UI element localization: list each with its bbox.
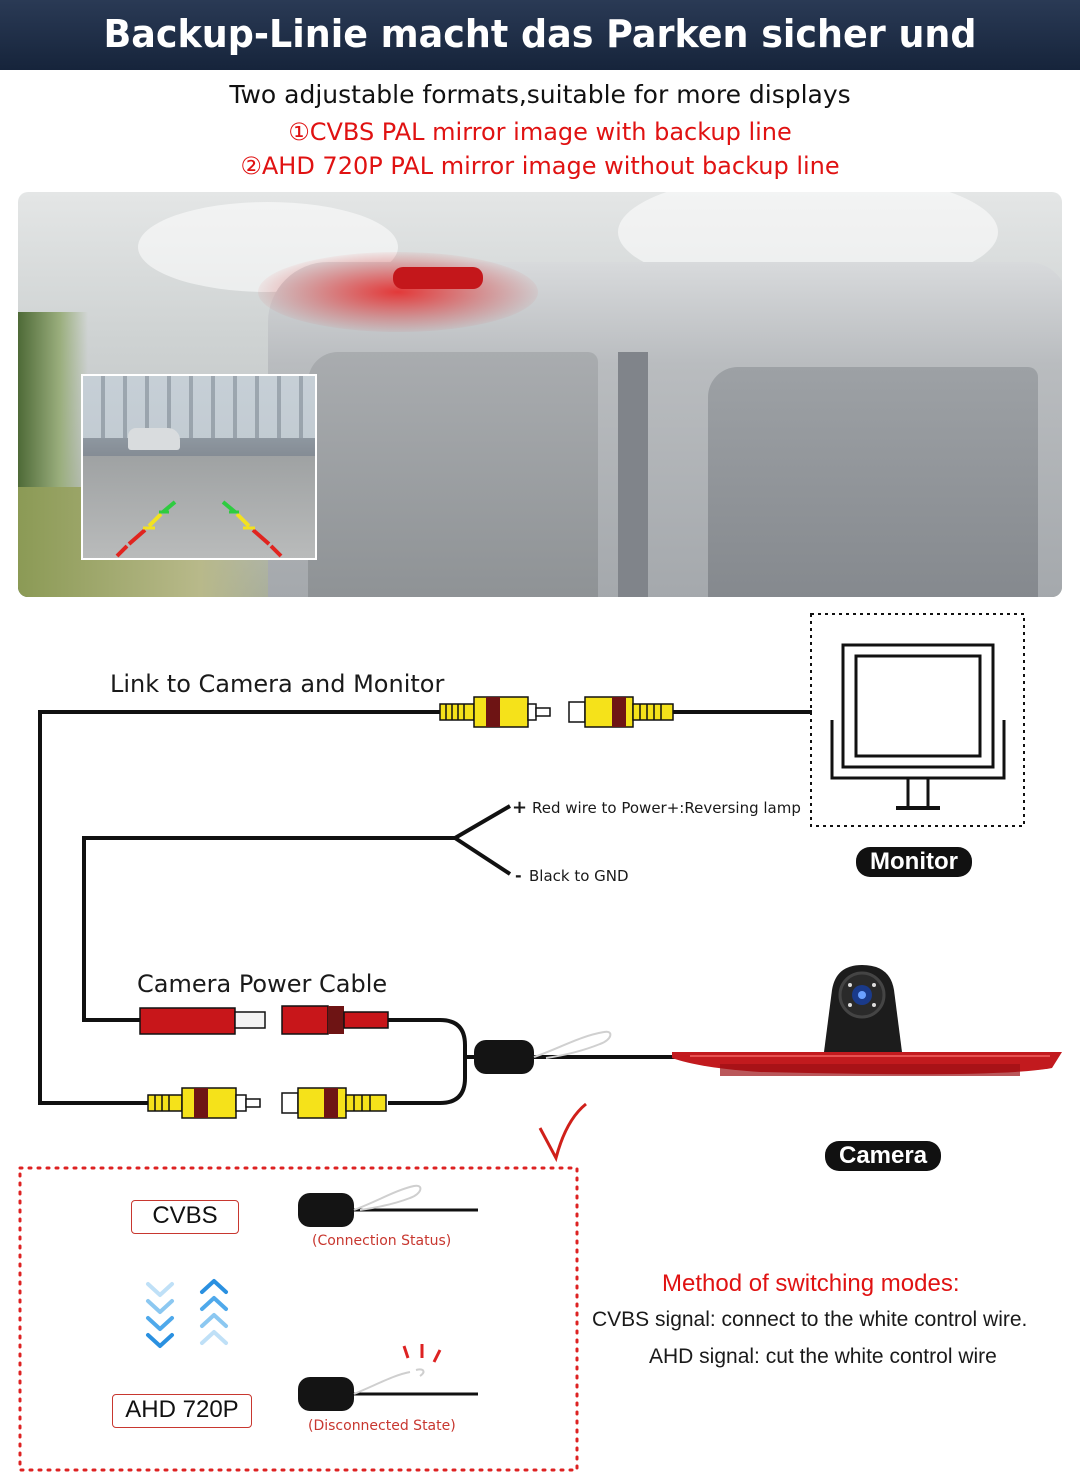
format-option-ahd: ②AHD 720P PAL mirror image without backu… — [240, 152, 840, 180]
method-title: Method of switching modes: — [662, 1270, 960, 1297]
control-module — [474, 1030, 612, 1074]
title-banner: Backup-Linie macht das Parken sicher und… — [0, 0, 1080, 124]
black-wire-label: Black to GND — [529, 867, 629, 885]
method-cvbs-line: CVBS signal: connect to the white contro… — [592, 1308, 1027, 1332]
power-wire — [82, 804, 512, 1022]
method-ahd-line: AHD signal: cut the white control wire — [649, 1345, 997, 1369]
power-connector-female — [281, 1005, 389, 1035]
ahd-label: AHD 720P — [112, 1394, 252, 1428]
black-wire-sign: - — [515, 866, 522, 885]
chevron-up-icon — [200, 1279, 228, 1345]
format-option-cvbs: ①CVBS PAL mirror image with backup line — [288, 118, 792, 146]
brake-light-glow — [258, 252, 538, 332]
camera-unit — [672, 965, 1062, 1076]
parking-guide-lines — [115, 500, 283, 558]
cvbs-label: CVBS — [131, 1200, 239, 1234]
power-cable-label: Camera Power Cable — [137, 970, 388, 998]
monitor-tag: Monitor — [856, 847, 972, 877]
rca-female-connector-bottom — [281, 1087, 387, 1119]
van-door-hinge — [618, 352, 648, 597]
check-mark-icon — [538, 1102, 587, 1163]
red-wire-sign: + — [512, 797, 528, 818]
parked-car — [128, 428, 180, 450]
rca-male-connector-bottom — [147, 1087, 261, 1119]
method-cvbs-text: signal: connect to the white control wir… — [649, 1308, 1028, 1331]
link-label: Link to Camera and Monitor — [110, 670, 445, 698]
disconnected-state-caption: (Disconnected State) — [308, 1418, 456, 1434]
brake-light — [393, 267, 483, 289]
camera-view-inset — [81, 374, 317, 560]
banner-title: Backup-Linie macht das Parken sicher und… — [103, 12, 977, 124]
switch-mode-box — [18, 1166, 579, 1472]
van-photo — [18, 192, 1062, 597]
connection-status-caption: (Connection Status) — [312, 1233, 452, 1249]
method-ahd-text: signal: cut the white control wire — [693, 1345, 997, 1368]
camera-tag: Camera — [825, 1141, 942, 1171]
chevron-down-icon — [146, 1282, 174, 1348]
van-rear-door — [308, 352, 598, 597]
rca-male-connector-top — [439, 696, 551, 728]
method-cvbs-prefix: CVBS — [592, 1308, 650, 1331]
van-side-panel — [708, 367, 1038, 597]
rca-female-connector-top — [568, 696, 674, 728]
formats-intro: Two adjustable formats,suitable for more… — [229, 80, 851, 109]
module-disconnected-icon — [298, 1344, 478, 1411]
video-wire — [38, 710, 812, 1105]
power-connector-male — [139, 1007, 266, 1035]
monitor-icon — [810, 613, 1025, 827]
red-wire-label: Red wire to Power+:Reversing lamp — [532, 799, 801, 817]
method-ahd-prefix: AHD — [649, 1345, 694, 1368]
module-connected-icon — [298, 1184, 478, 1227]
